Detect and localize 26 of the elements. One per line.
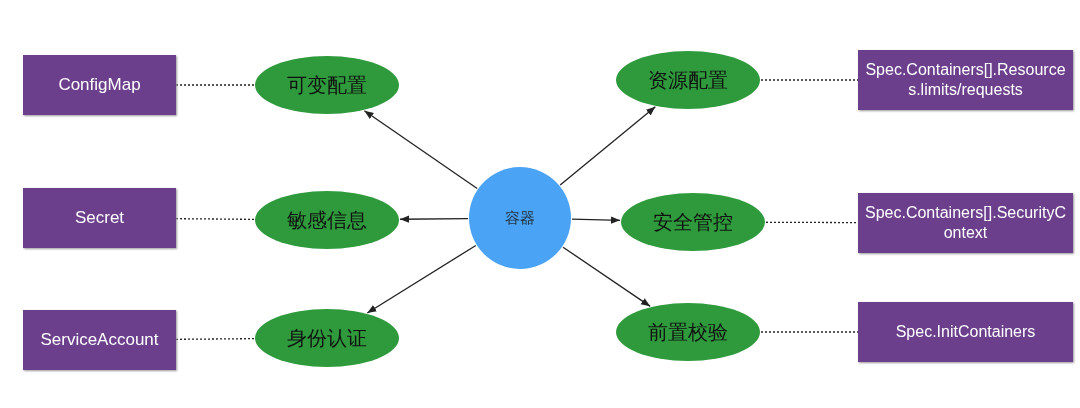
dotted-connector [765, 221, 859, 224]
node-label: 可变配置 [287, 72, 367, 98]
arrow [562, 246, 651, 307]
node-label: 敏感信息 [287, 207, 367, 233]
node-label: Spec.Containers[].Resources.limits/requests [864, 60, 1067, 100]
node-label: Spec.Containers[].SecurityContext [864, 203, 1067, 243]
arrow [399, 215, 469, 223]
node-label: 容器 [505, 208, 535, 228]
node-label: 安全管控 [653, 209, 733, 235]
arrow [363, 110, 478, 190]
arrow [559, 106, 656, 186]
node-label: 资源配置 [648, 67, 728, 93]
field-box [858, 193, 1073, 253]
arrow [571, 216, 621, 224]
node-label: Secret [74, 208, 125, 228]
arrow [366, 244, 477, 314]
field-box [23, 310, 176, 370]
node-label: 前置校验 [648, 319, 728, 345]
node-label: Spec.InitContainers [895, 322, 1036, 342]
node-label: ConfigMap [58, 75, 141, 95]
node-label: ServiceAccount [40, 330, 159, 350]
field-box [23, 188, 176, 248]
field-box [858, 50, 1073, 110]
node-label: 身份认证 [287, 325, 367, 351]
field-box [858, 302, 1073, 362]
field-box [23, 55, 176, 115]
